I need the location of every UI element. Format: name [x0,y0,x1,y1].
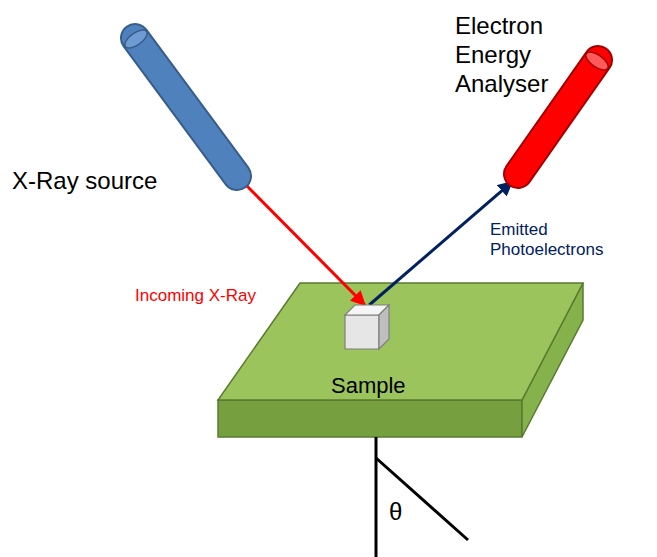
angle-symbol: θ [389,498,402,527]
node-label: Sample [331,373,406,399]
stand-rod [375,437,378,557]
xray-source-shape [125,30,243,182]
plate-front [218,400,522,437]
node-label: X-Ray source [12,167,157,196]
beam-label: Emitted Photoelectrons [490,220,615,261]
beam-label: Incoming X-Ray [135,286,256,306]
beam-arrow [243,182,365,305]
sample-cube: Sample [345,305,389,349]
tilt-line [376,458,468,540]
energy-analyser: Electron Energy Analyser [512,50,604,182]
plate-top [218,283,583,400]
node-label: Electron Energy Analyser [455,12,565,98]
xray-source: X-Ray source [125,30,243,182]
sample-cube-shape [345,305,389,349]
